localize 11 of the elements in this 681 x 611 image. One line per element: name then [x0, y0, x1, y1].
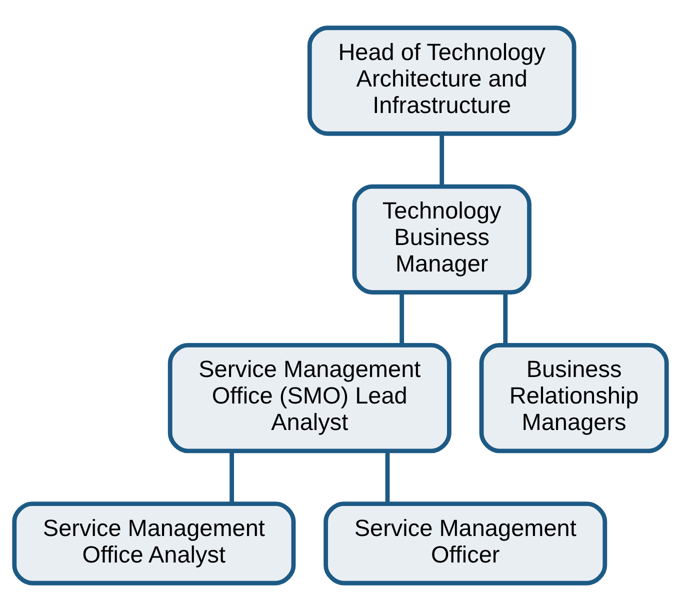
connector	[503, 292, 508, 345]
node-box: Service Management Officer	[324, 502, 608, 586]
node-box: Service Management Office (SMO) Lead Analyst	[168, 342, 452, 454]
node-box: Service Management Office Analyst	[12, 502, 296, 586]
node-box: Head of Technology Architecture and Infrastructure	[307, 26, 576, 136]
connector	[400, 292, 404, 345]
node-box: Business Relationship Managers	[479, 342, 669, 454]
connector	[440, 134, 444, 186]
connector	[385, 450, 390, 504]
node-box: Technology Business Manager	[352, 184, 532, 294]
connector	[230, 450, 234, 504]
